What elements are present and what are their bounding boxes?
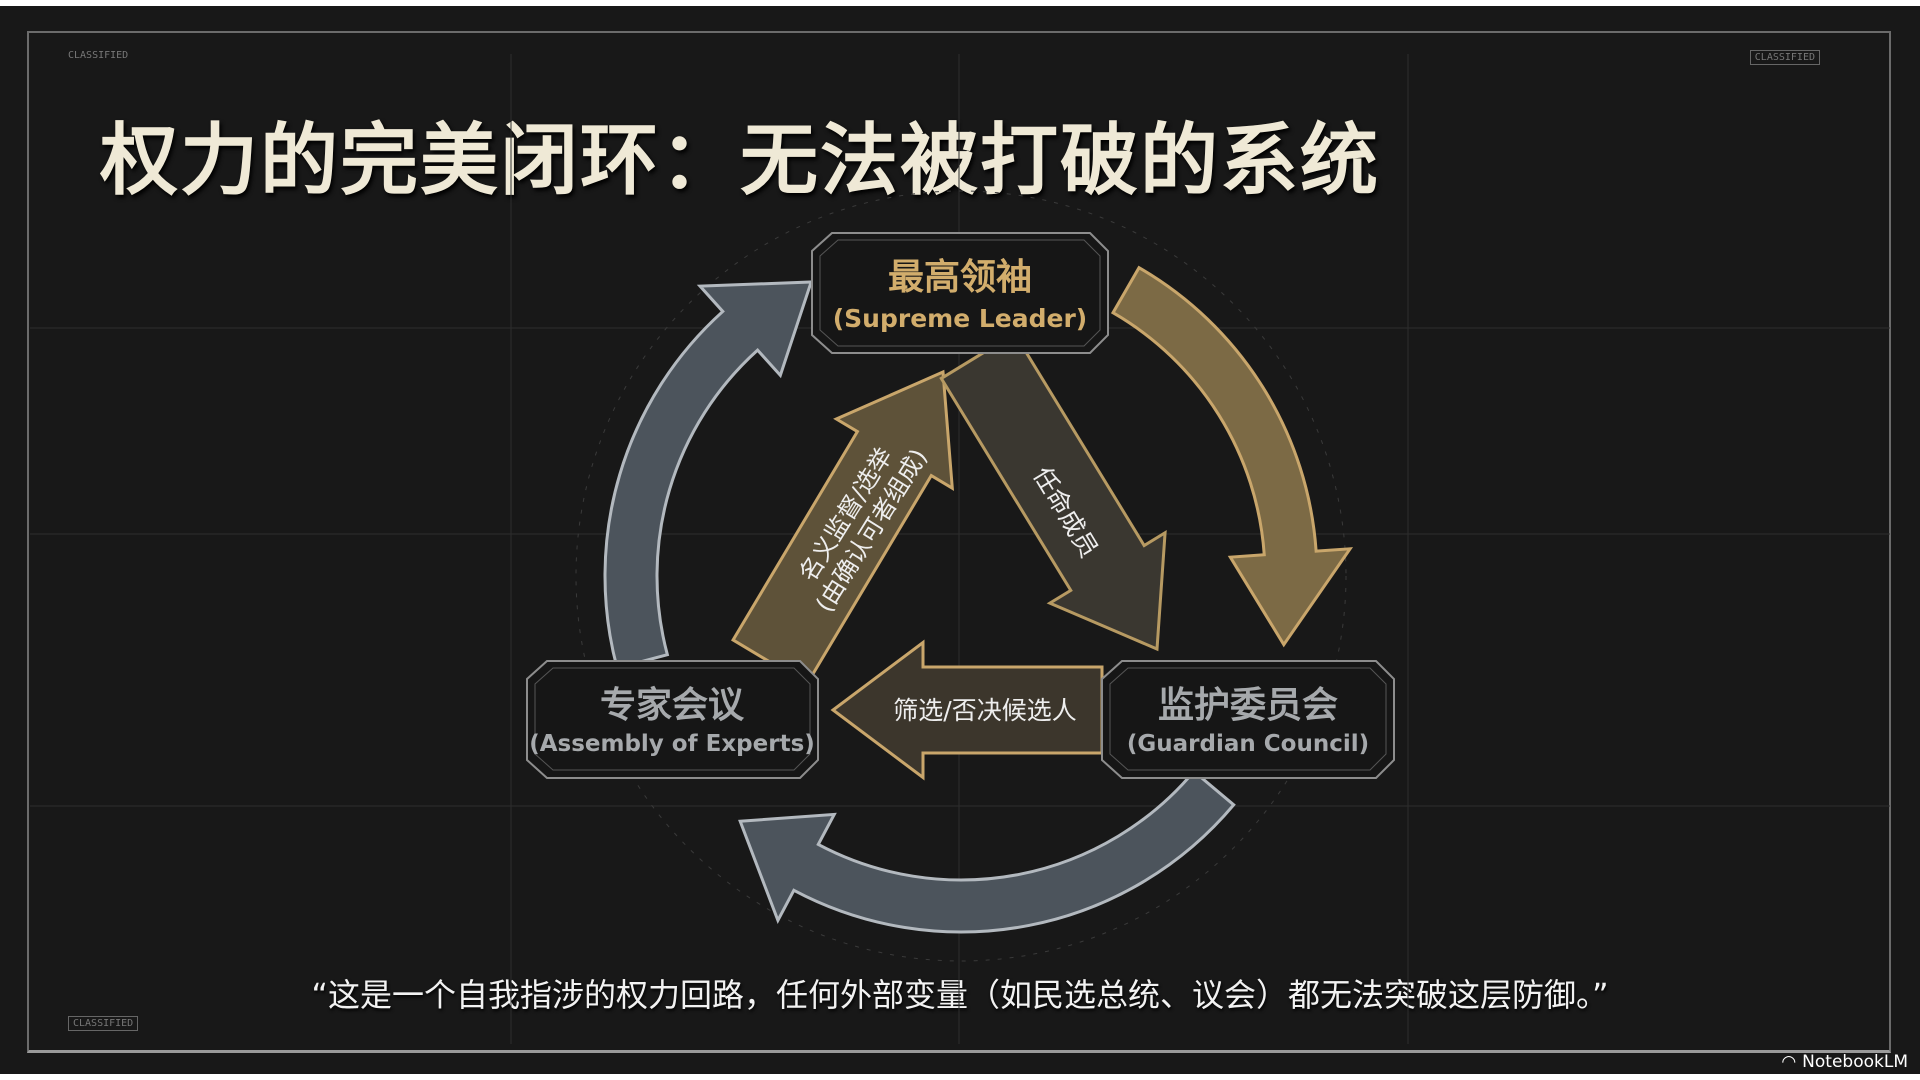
notebooklm-logo-icon: ◠ [1781,1052,1797,1072]
node-supreme-leader[interactable]: 最高领袖 (Supreme Leader) [811,232,1109,354]
arrow-label-guardian-to-assembly: 筛选/否决候选人 [893,696,1076,725]
node-guardian-en: (Guardian Council) [1127,731,1369,757]
arrow-assembly-to-leader [731,369,955,687]
node-leader-en: (Supreme Leader) [833,304,1087,333]
notebooklm-label: NotebookLM [1802,1052,1908,1072]
arrow-leader-to-guardian [939,331,1167,652]
frame-border [27,31,1891,1053]
node-guardian-zh: 监护委员会 [1158,685,1338,726]
page-title: 权力的完美闭环：无法被打破的系统 [100,115,1381,206]
notebooklm-badge: ◠ NotebookLM [1781,1052,1908,1072]
quote-text: “这是一个自我指涉的权力回路，任何外部变量（如民选总统、议会）都无法突破这层防御… [311,976,1609,1014]
guide-circle [575,190,1347,962]
arc-arrow-leader-to-guardian [1110,265,1354,648]
node-leader-zh: 最高领袖 [888,257,1032,298]
node-guardian-council[interactable]: 监护委员会 (Guardian Council) [1101,660,1395,779]
corner-tag-top-right: CLASSIFIED [1749,50,1820,65]
arrow-guardian-to-assembly [830,639,1104,781]
corner-tag-bottom-left: CLASSIFIED [68,1016,139,1031]
arc-arrow-guardian-to-assembly [738,769,1236,934]
node-assembly-en: (Assembly of Experts) [529,731,815,757]
node-assembly-of-experts[interactable]: 专家会议 (Assembly of Experts) [526,660,819,779]
corner-tag-top-left: CLASSIFIED [68,50,129,61]
node-assembly-zh: 专家会议 [600,685,745,726]
